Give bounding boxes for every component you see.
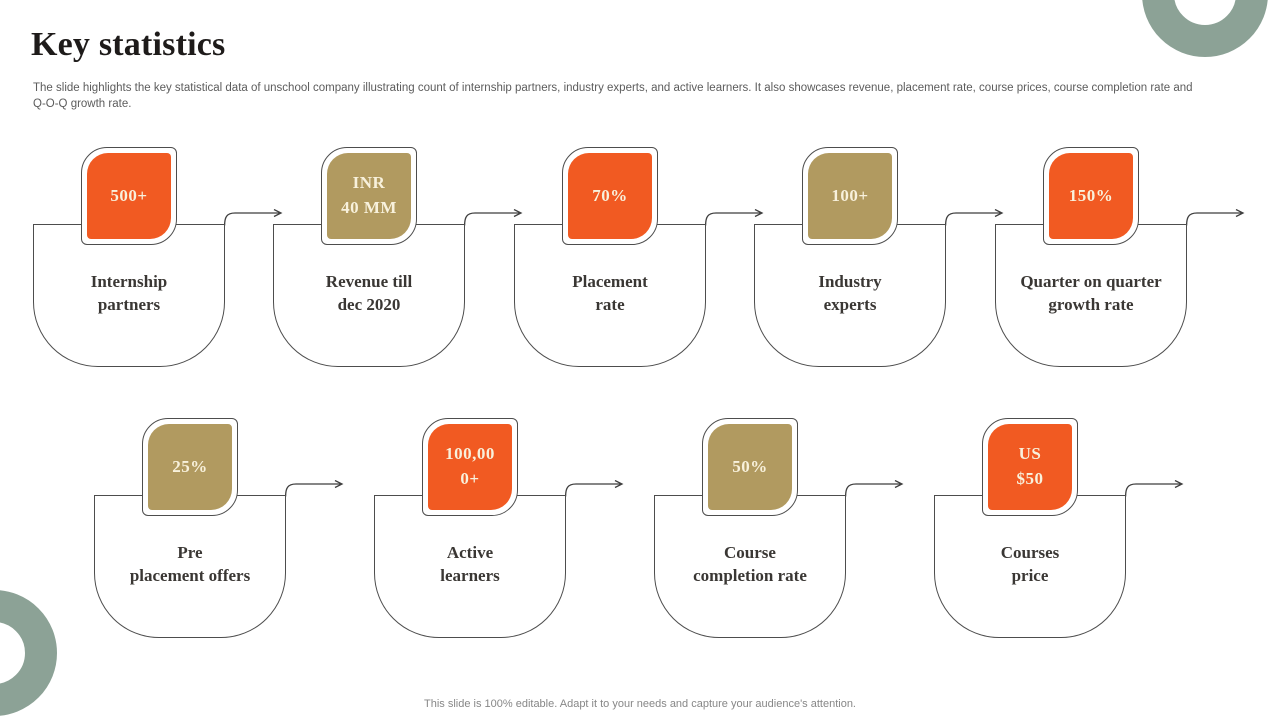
footer-note: This slide is 100% editable. Adapt it to… (424, 698, 856, 710)
stat-card-industry-experts: 100+ Industry experts (754, 147, 1010, 369)
stat-card-pre-placement-offers: 25% Pre placement offers (94, 418, 350, 640)
connector-arrow-icon (1125, 480, 1184, 497)
stat-value-badge: 150% (1043, 147, 1139, 245)
stat-value: 100+ (808, 153, 892, 239)
stat-card-active-learners: 100,00 0+ Active learners (374, 418, 630, 640)
stat-label: Internship partners (90, 272, 168, 314)
stat-label: Course completion rate (693, 543, 807, 585)
connector-arrow-icon (464, 209, 523, 226)
stat-label: Courses price (1000, 543, 1060, 585)
stat-value-badge: 100+ (802, 147, 898, 245)
connector-arrow-icon (845, 480, 904, 497)
stat-card-course-completion: 50% Course completion rate (654, 418, 910, 640)
stat-value-badge: 50% (702, 418, 798, 516)
stat-value-badge: 100,00 0+ (422, 418, 518, 516)
connector-arrow-icon (945, 209, 1004, 226)
page-title: Key statistics (31, 26, 226, 63)
stat-value-badge: 70% (562, 147, 658, 245)
stat-value-badge: 500+ (81, 147, 177, 245)
stat-value: US $50 (988, 424, 1072, 510)
stat-card-bowl (934, 495, 1126, 638)
stat-value-badge: INR 40 MM (321, 147, 417, 245)
stat-card-bowl (374, 495, 566, 638)
stat-card-bowl (754, 224, 946, 367)
stat-card-revenue: INR 40 MM Revenue till dec 2020 (273, 147, 529, 369)
connector-arrow-icon (565, 480, 624, 497)
stat-value-badge: US $50 (982, 418, 1078, 516)
stat-card-placement-rate: 70% Placement rate (514, 147, 770, 369)
stat-card-courses-price: US $50 Courses price (934, 418, 1190, 640)
stat-value: 50% (708, 424, 792, 510)
stat-label: Revenue till dec 2020 (325, 272, 413, 314)
slide-description: The slide highlights the key statistical… (33, 82, 1193, 110)
stat-value: 150% (1049, 153, 1133, 239)
stat-value: 25% (148, 424, 232, 510)
stat-label: Pre placement offers (129, 543, 251, 585)
stat-card-bowl (273, 224, 465, 367)
stat-card-bowl (33, 224, 225, 367)
connector-arrow-icon (705, 209, 764, 226)
decorative-ring-top-right (1142, 0, 1268, 57)
stat-label: Placement rate (572, 272, 648, 314)
connector-arrow-icon (1186, 209, 1245, 226)
stat-value: 100,00 0+ (428, 424, 512, 510)
connector-arrow-icon (285, 480, 344, 497)
stat-label: Industry experts (818, 272, 882, 314)
stat-card-bowl (514, 224, 706, 367)
stat-card-bowl (94, 495, 286, 638)
stat-value-badge: 25% (142, 418, 238, 516)
stat-value: 500+ (87, 153, 171, 239)
stat-label: Active learners (440, 543, 500, 585)
stat-label: Quarter on quarter growth rate (1020, 272, 1162, 314)
stat-card-qoq-growth: 150% Quarter on quarter growth rate (995, 147, 1251, 369)
stat-card-bowl (995, 224, 1187, 367)
stat-value: 70% (568, 153, 652, 239)
stat-card-internship-partners: 500+ Internship partners (33, 147, 289, 369)
stat-value: INR 40 MM (327, 153, 411, 239)
connector-arrow-icon (224, 209, 283, 226)
